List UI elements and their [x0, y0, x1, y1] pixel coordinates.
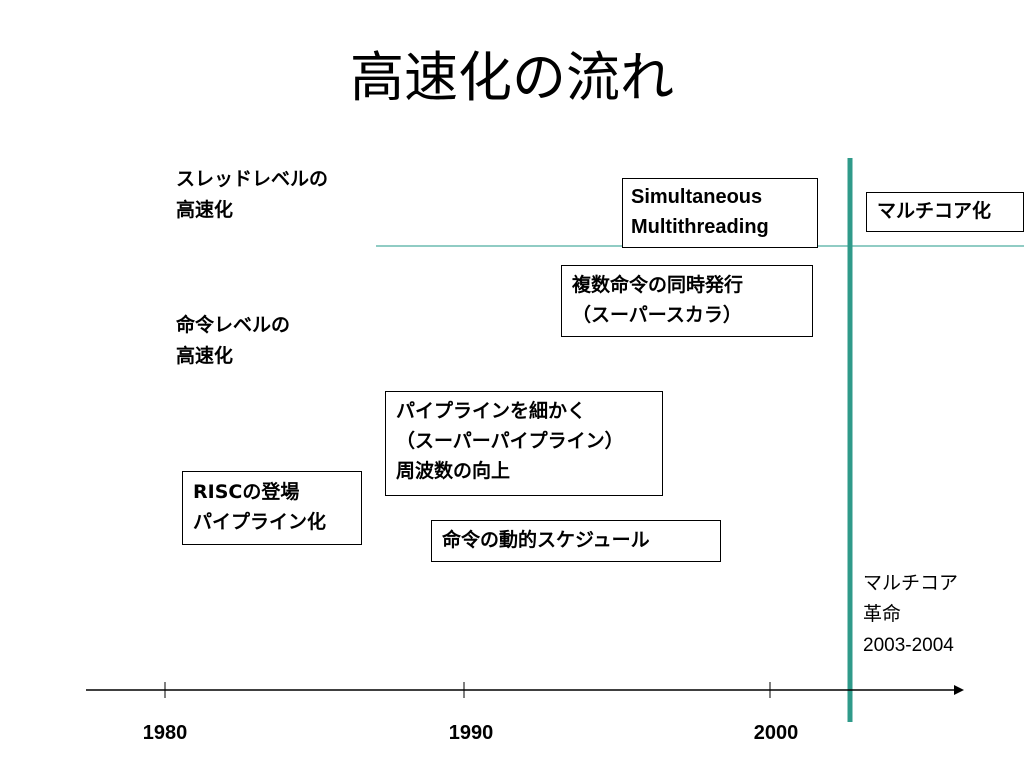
- box-risc: RISCの登場 パイプライン化: [182, 471, 362, 545]
- note-line: 革命: [863, 603, 902, 625]
- box-smt: Simultaneous Multithreading: [622, 178, 818, 248]
- category-line: 高速化: [176, 199, 234, 221]
- box-line: マルチコア化: [877, 200, 992, 222]
- box-line: パイプライン化: [193, 511, 327, 533]
- box-line: Simultaneous: [631, 186, 763, 208]
- category-line: 命令レベルの: [176, 314, 291, 336]
- year-label-1980: 1980: [142, 722, 188, 744]
- year-label-2000: 2000: [753, 722, 799, 744]
- page-title: 高速化の流れ: [350, 46, 674, 109]
- category-line: スレッドレベルの: [176, 168, 329, 190]
- category-line: 高速化: [176, 345, 234, 367]
- note-line: 2003-2004: [863, 635, 954, 656]
- box-superscalar: 複数命令の同時発行 （スーパースカラ）: [561, 265, 813, 337]
- box-multicore: マルチコア化: [866, 192, 1024, 232]
- box-dynamic-scheduling: 命令の動的スケジュール: [431, 520, 721, 562]
- revolution-note: マルチコア 革命 2003-2004: [863, 568, 958, 661]
- note-line: マルチコア: [863, 572, 959, 594]
- box-line: パイプラインを細かく: [396, 400, 587, 422]
- box-line: 周波数の向上: [396, 460, 511, 482]
- category-thread-level: スレッドレベルの 高速化: [176, 164, 328, 226]
- year-label-1990: 1990: [448, 722, 494, 744]
- box-line: Multithreading: [631, 216, 769, 238]
- box-line: 命令の動的スケジュール: [442, 529, 650, 551]
- box-line: 複数命令の同時発行: [572, 274, 744, 296]
- category-instruction-level: 命令レベルの 高速化: [176, 310, 290, 372]
- box-line: （スーパーパイプライン）: [396, 430, 624, 452]
- box-line: RISCの登場: [193, 481, 300, 503]
- box-line: （スーパースカラ）: [572, 304, 742, 326]
- timeline-arrowhead: [954, 685, 964, 695]
- box-superpipeline: パイプラインを細かく （スーパーパイプライン） 周波数の向上: [385, 391, 663, 496]
